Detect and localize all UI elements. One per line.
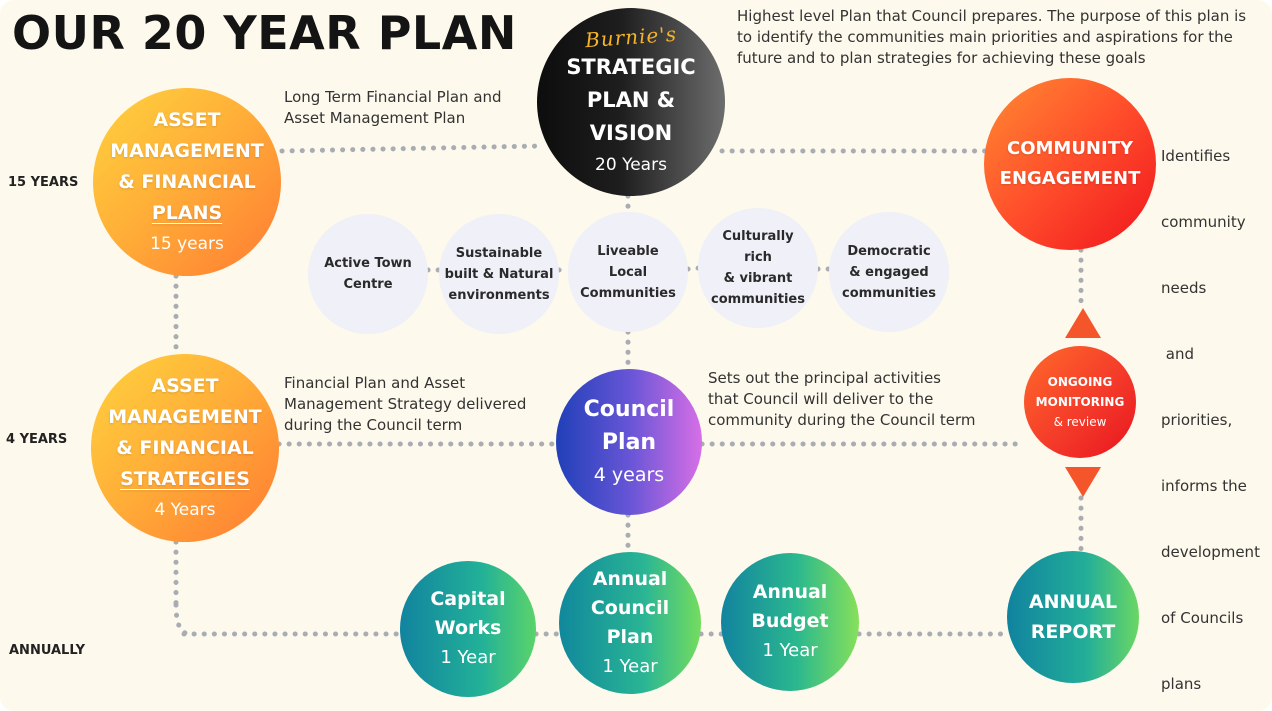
connector-h-top-left: [279, 143, 541, 154]
arrow-up-icon: [1065, 308, 1101, 338]
council-plan-description: Sets out the principal activities that C…: [708, 369, 976, 429]
annual-council-plan-node: Annual Council Plan 1 Year: [559, 552, 701, 694]
node-period: 15 years: [150, 233, 224, 254]
row-label-15-years: 15 YEARS: [8, 175, 79, 190]
asset-management-financial-strategies-node: ASSET MANAGEMENT & FINANCIAL STRATEGIES …: [91, 354, 279, 542]
brand-script-text: Burnie's: [584, 21, 678, 52]
community-engagement-description: Identifies community needs and prioritie…: [1161, 147, 1260, 693]
long-term-financial-plan-description: Long Term Financial Plan and Asset Manag…: [284, 88, 502, 127]
strategic-plan-vision-node: Burnie's STRATEGIC PLAN & VISION 20 Year…: [537, 8, 725, 196]
theme-democratic-engaged-communities: Democratic & engaged communities: [829, 212, 949, 332]
financial-plan-strategy-description: Financial Plan and Asset Management Stra…: [284, 374, 527, 434]
annual-budget-node: Annual Budget 1 Year: [721, 553, 859, 691]
arrow-down-icon: [1065, 467, 1101, 497]
theme-sustainable-environments: Sustainable built & Natural environments: [439, 214, 559, 334]
connector-h-theme-3-4: [685, 265, 702, 272]
council-plan-node: Council Plan 4 years: [556, 369, 702, 515]
community-engagement-node: COMMUNITY ENGAGEMENT: [984, 78, 1156, 250]
ongoing-monitoring-node: ONGOING MONITORING & review: [1024, 346, 1136, 458]
page-title: OUR 20 YEAR PLAN: [12, 6, 517, 60]
node-period: 20 Years: [595, 154, 667, 175]
asset-management-financial-plans-node: ASSET MANAGEMENT & FINANCIAL PLANS 15 ye…: [93, 88, 281, 276]
annual-report-node: ANNUAL REPORT: [1007, 551, 1139, 683]
theme-active-town-centre: Active Town Centre: [308, 214, 428, 334]
node-period: 4 Years: [154, 499, 216, 520]
row-label-annually: ANNUALLY: [9, 643, 85, 658]
row-label-4-years: 4 YEARS: [6, 432, 68, 447]
connector-bottom-left-corner: [173, 602, 193, 637]
node-period: 1 Year: [602, 656, 658, 677]
theme-culturally-rich-communities: Culturally rich & vibrant communities: [698, 208, 818, 328]
node-period: 1 Year: [762, 640, 818, 661]
theme-liveable-local-communities: Liveable Local Communities: [568, 212, 688, 332]
capital-works-node: Capital Works 1 Year: [400, 561, 536, 697]
node-period: 4 years: [593, 463, 665, 486]
strategic-plan-description: Highest level Plan that Council prepares…: [737, 7, 1247, 67]
node-period: 1 Year: [440, 647, 496, 668]
